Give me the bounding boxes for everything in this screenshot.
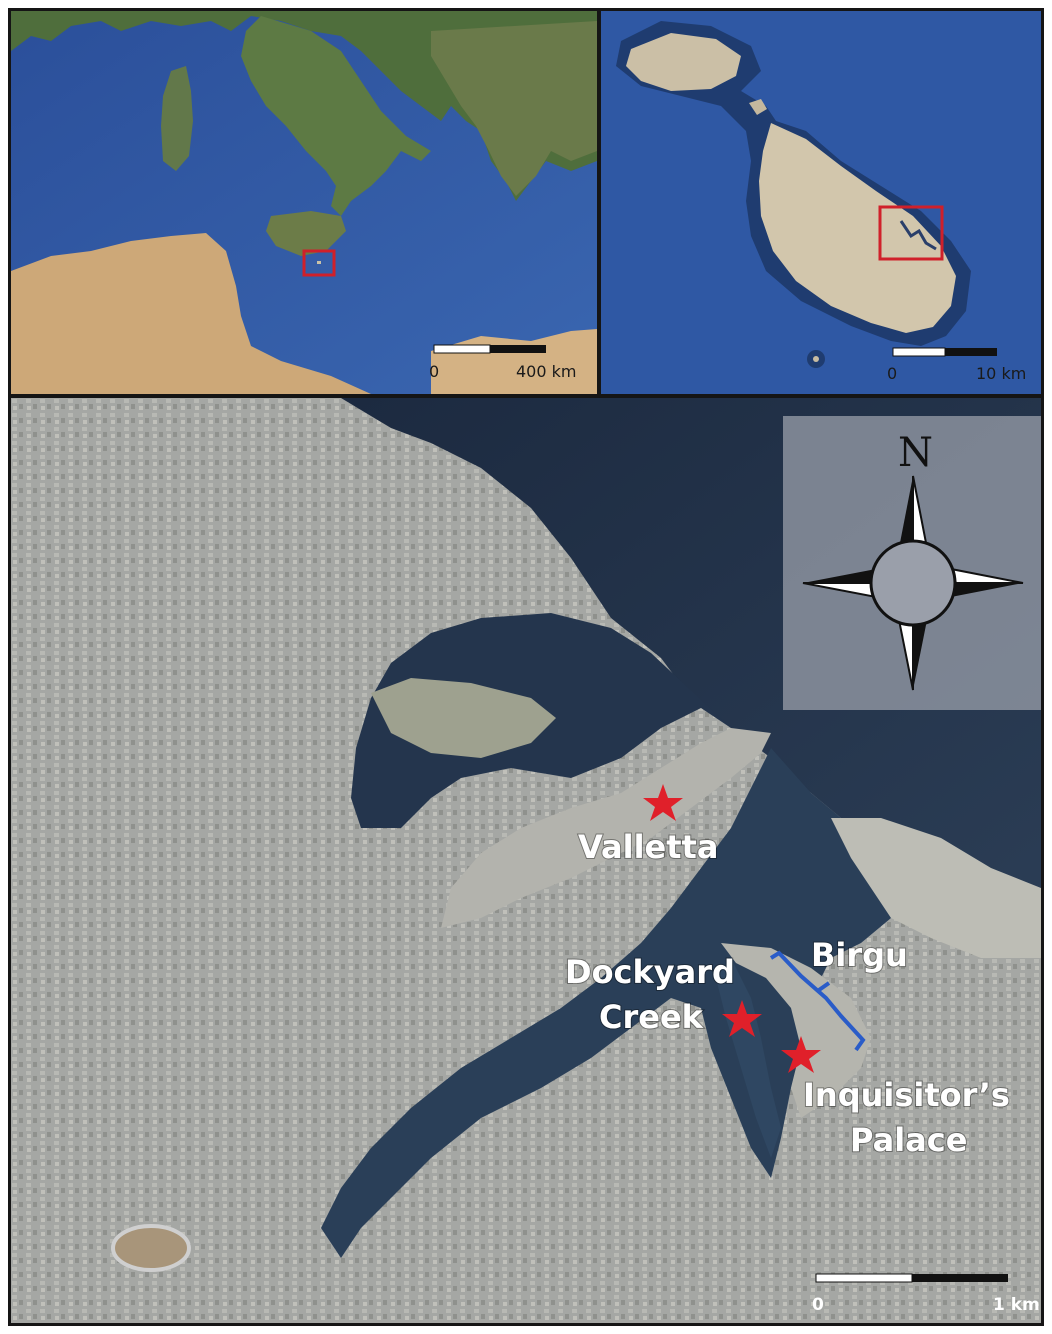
- valletta-label: Valletta: [578, 828, 718, 866]
- mediterranean-map-svg: 0 400 km: [11, 11, 597, 394]
- filfla-islet-core: [813, 356, 819, 362]
- birgu-label: Birgu: [811, 936, 908, 974]
- italy-landmass: [241, 16, 431, 216]
- dockyard-label-line1: Dockyard: [565, 953, 735, 991]
- inquisitors-palace-star: [781, 1036, 821, 1073]
- birgu-boundary-line: [769, 950, 866, 1052]
- malta-main-island: [759, 123, 956, 333]
- malta-map-svg: 0 10 km: [601, 11, 1041, 394]
- mediterranean-overview-map: 0 400 km: [8, 8, 600, 397]
- dockyard-creek-star: [722, 1000, 762, 1037]
- sicily-landmass: [266, 211, 346, 256]
- scale-start-label: 0: [812, 1295, 824, 1315]
- scale-bar-1km: 0 1 km: [812, 1273, 1040, 1315]
- comino-island: [749, 99, 767, 115]
- harbour-inlets: [899, 220, 937, 251]
- star-marker-icon: [643, 784, 821, 1073]
- racecourse: [111, 1224, 191, 1272]
- scale-end-label: 400 km: [516, 362, 576, 381]
- dockyard-label-line2: Creek: [599, 998, 704, 1036]
- scale-bar-10km: 0 10 km: [887, 347, 1026, 383]
- scale-start-label: 0: [887, 364, 897, 383]
- ricasoli-headland: [831, 818, 1041, 958]
- valletta-peninsula: [441, 728, 771, 928]
- malta-dot: [317, 261, 321, 264]
- scale-start-label: 0: [429, 362, 439, 381]
- north-africa-landmass: [11, 233, 371, 394]
- dockyard-creek-water: [716, 958, 781, 1158]
- balkans-landmass: [431, 21, 597, 196]
- scale-end-label: 1 km: [993, 1295, 1040, 1315]
- north-label: N: [898, 430, 933, 476]
- harbour-map-svg: N: [11, 398, 1041, 1323]
- north-arrow-icon: N: [783, 416, 1041, 710]
- sardinia-landmass: [161, 66, 193, 171]
- inquisitors-label-line2: Palace: [850, 1121, 967, 1159]
- harbour-locator-box: [878, 205, 944, 261]
- inquisitors-label-line1: Inquisitor’s: [803, 1076, 1010, 1114]
- birgu-boundary-tick: [817, 981, 831, 992]
- scale-bar-400km: 0 400 km: [429, 344, 576, 381]
- malta-locator-box: [302, 249, 336, 277]
- birgu-peninsula: [721, 943, 871, 1118]
- malta-island-map: 0 10 km: [598, 8, 1044, 397]
- valletta-star: [643, 784, 683, 821]
- grand-harbour-map: N: [8, 395, 1044, 1326]
- gozo-island: [626, 33, 741, 91]
- scale-end-label: 10 km: [976, 364, 1026, 383]
- manoel-island: [371, 678, 556, 758]
